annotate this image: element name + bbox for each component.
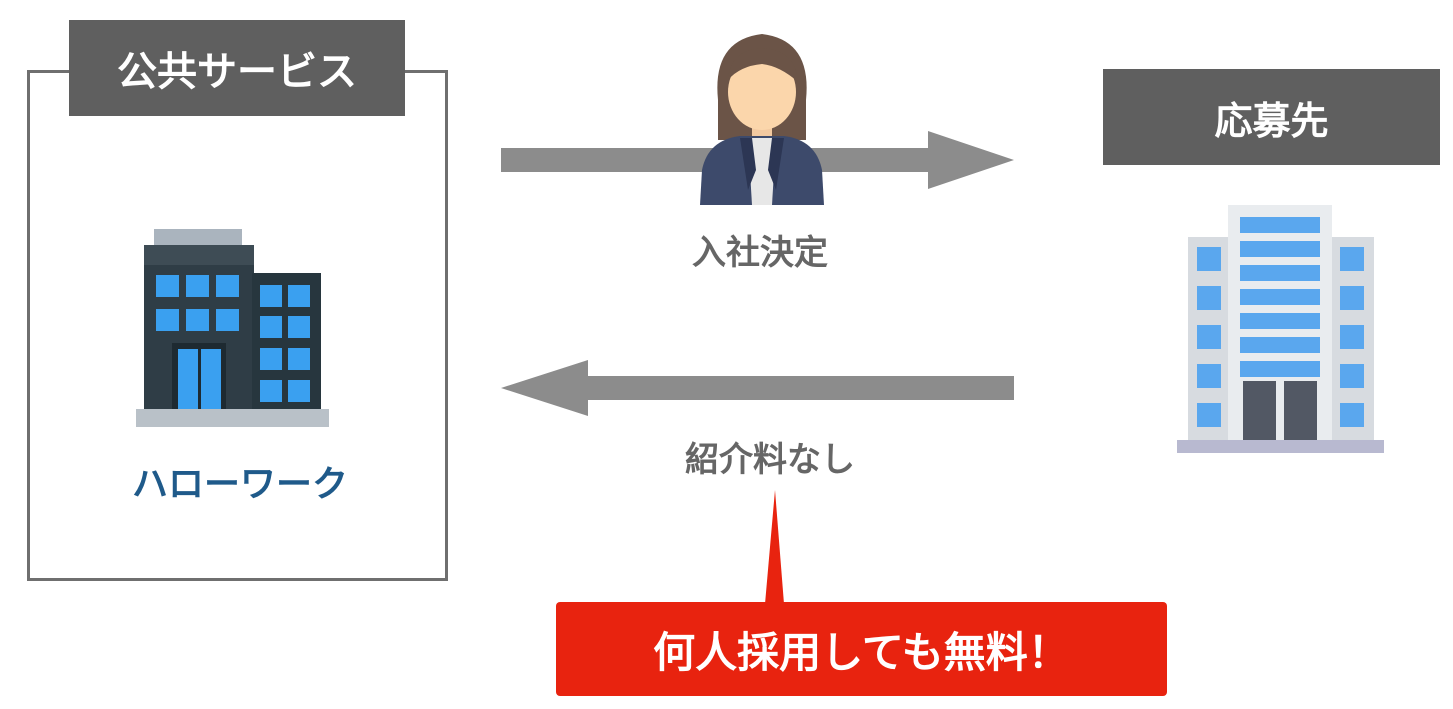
hello-work-label: ハローワーク [131, 464, 348, 505]
destination-header: 応募先 [1103, 69, 1440, 165]
callout-pointer [765, 490, 784, 604]
free-hiring-callout: 何人採用しても無料！ [556, 602, 1167, 696]
office-building-icon [136, 229, 329, 427]
no-fee-label: 紹介料なし [685, 440, 855, 480]
businesswoman-icon [700, 34, 824, 205]
left-arrow [501, 360, 1014, 416]
public-service-header: 公共サービス [69, 20, 405, 116]
apartment-building-icon [1177, 205, 1384, 453]
hire-decision-label: 入社決定 [692, 233, 828, 273]
